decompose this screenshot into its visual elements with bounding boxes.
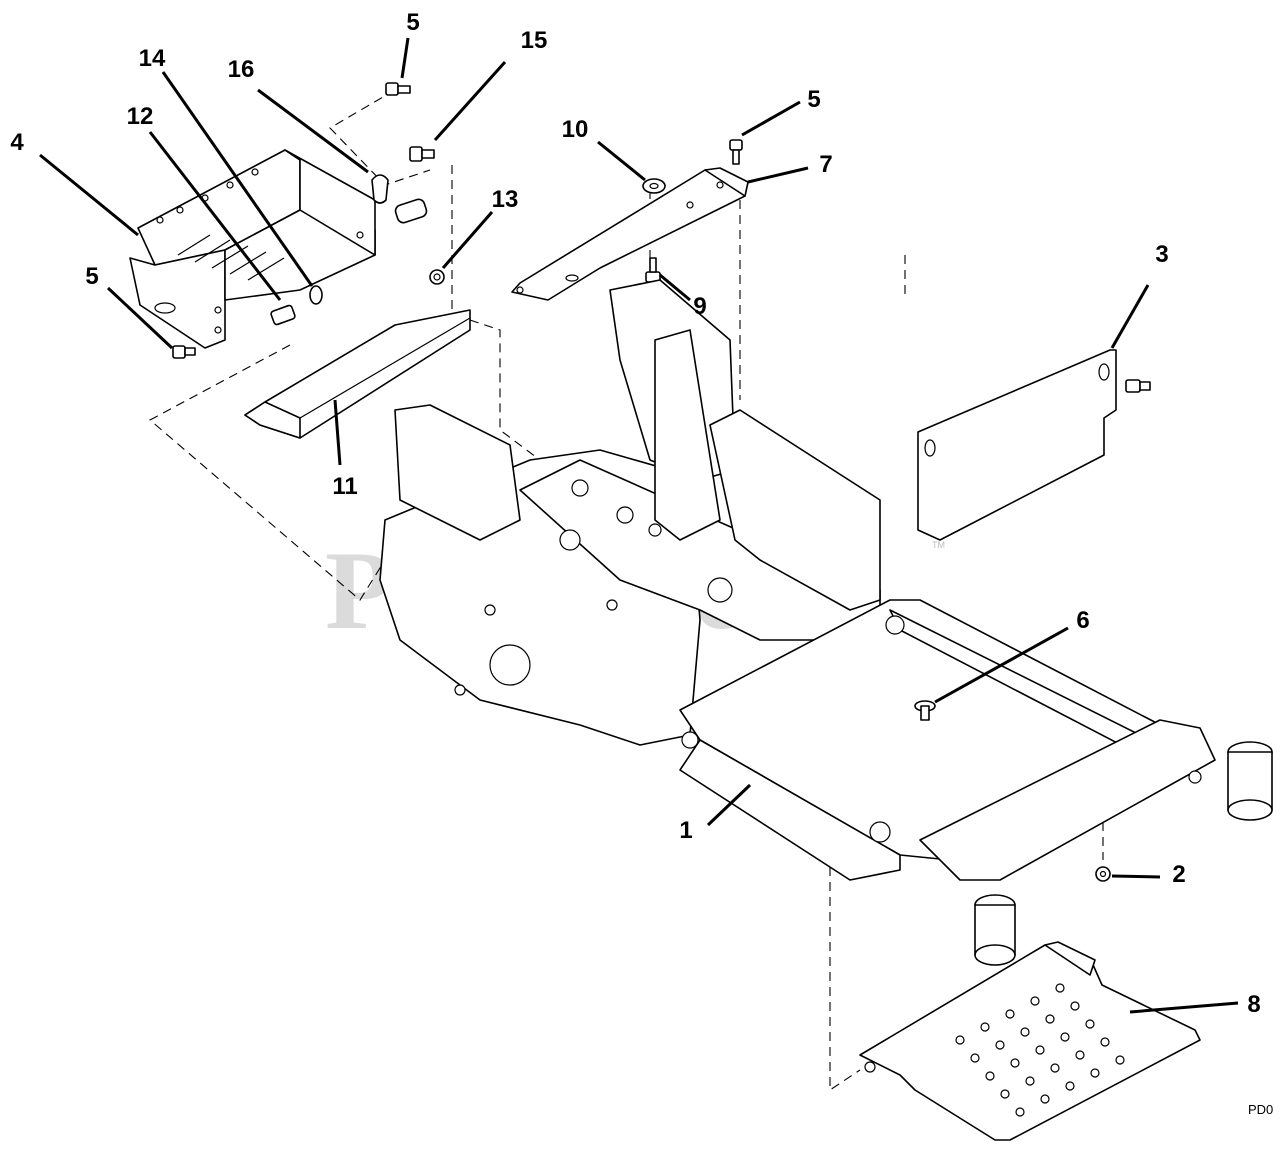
callout-4[interactable]: 4 bbox=[10, 129, 24, 156]
callout-10[interactable]: 10 bbox=[562, 116, 589, 143]
callout-7[interactable]: 7 bbox=[819, 151, 832, 178]
part-8-footplate[interactable] bbox=[859, 941, 1201, 1141]
callout-12[interactable]: 12 bbox=[127, 103, 154, 130]
callout-2[interactable]: 2 bbox=[1172, 861, 1185, 888]
tread-holes bbox=[955, 983, 1125, 1117]
part-7-plate[interactable] bbox=[511, 167, 749, 301]
part-15-bolt[interactable] bbox=[409, 146, 435, 162]
leader-lines bbox=[39, 37, 1239, 1014]
part-5-bolt-plate[interactable] bbox=[729, 139, 743, 165]
part-5-bolt-top[interactable] bbox=[385, 82, 411, 96]
callout-6[interactable]: 6 bbox=[1076, 607, 1089, 634]
callout-8[interactable]: 8 bbox=[1247, 991, 1260, 1018]
callout-11[interactable]: 11 bbox=[332, 473, 357, 500]
part-2-nut[interactable] bbox=[1095, 866, 1111, 882]
part-9-bolt[interactable] bbox=[645, 257, 661, 283]
part-5-bolt-left[interactable] bbox=[172, 345, 196, 359]
part-1-frame[interactable] bbox=[379, 279, 1273, 966]
callout-3[interactable]: 3 bbox=[1155, 241, 1168, 268]
part-11-channel[interactable] bbox=[244, 309, 471, 439]
spacer-tube bbox=[394, 198, 428, 224]
callout-5-top[interactable]: 5 bbox=[406, 9, 419, 36]
part-12-bolt[interactable] bbox=[270, 304, 296, 326]
part-3-panel[interactable] bbox=[917, 349, 1117, 541]
callout-15[interactable]: 15 bbox=[521, 27, 548, 54]
callout-13[interactable]: 13 bbox=[492, 186, 519, 213]
callout-5-left[interactable]: 5 bbox=[85, 263, 98, 290]
part-4-bracket[interactable] bbox=[129, 149, 376, 349]
watermark-trademark: TM bbox=[932, 540, 945, 550]
part-3-bolt bbox=[1125, 379, 1151, 393]
callout-5-plate[interactable]: 5 bbox=[807, 86, 820, 113]
part-16-clip[interactable] bbox=[371, 174, 389, 204]
part-14-washer[interactable] bbox=[309, 285, 323, 305]
part-10-washer[interactable] bbox=[642, 178, 666, 194]
callout-labels: 5 15 14 16 12 4 5 13 11 10 5 7 9 3 6 1 2… bbox=[10, 9, 1260, 1018]
callout-16[interactable]: 16 bbox=[228, 56, 255, 83]
callout-14[interactable]: 14 bbox=[139, 45, 166, 72]
part-13-nut[interactable] bbox=[429, 269, 445, 285]
part-6-pin[interactable] bbox=[914, 700, 936, 721]
drawing-code: PD0 bbox=[1248, 1102, 1273, 1117]
callout-9[interactable]: 9 bbox=[693, 293, 706, 320]
callout-1[interactable]: 1 bbox=[679, 817, 692, 844]
